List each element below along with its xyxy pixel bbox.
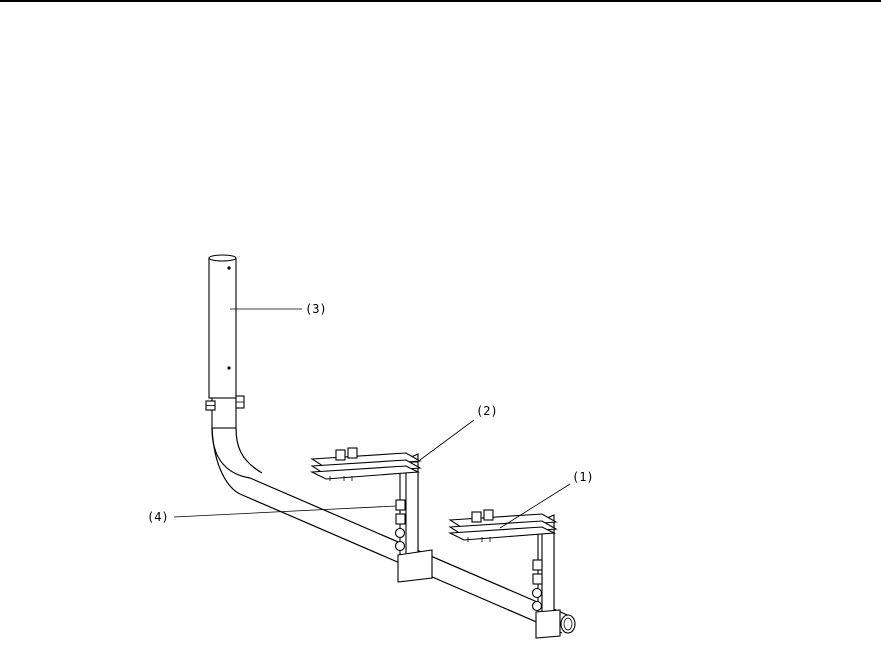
callout-2: (2) xyxy=(476,404,498,418)
callout-3: (3) xyxy=(305,302,327,316)
callout-1: (1) xyxy=(572,470,594,484)
bracket-left xyxy=(312,448,432,582)
bracket-right xyxy=(450,510,560,638)
vertical-post xyxy=(206,255,262,494)
callout-4: (4) xyxy=(147,510,169,524)
